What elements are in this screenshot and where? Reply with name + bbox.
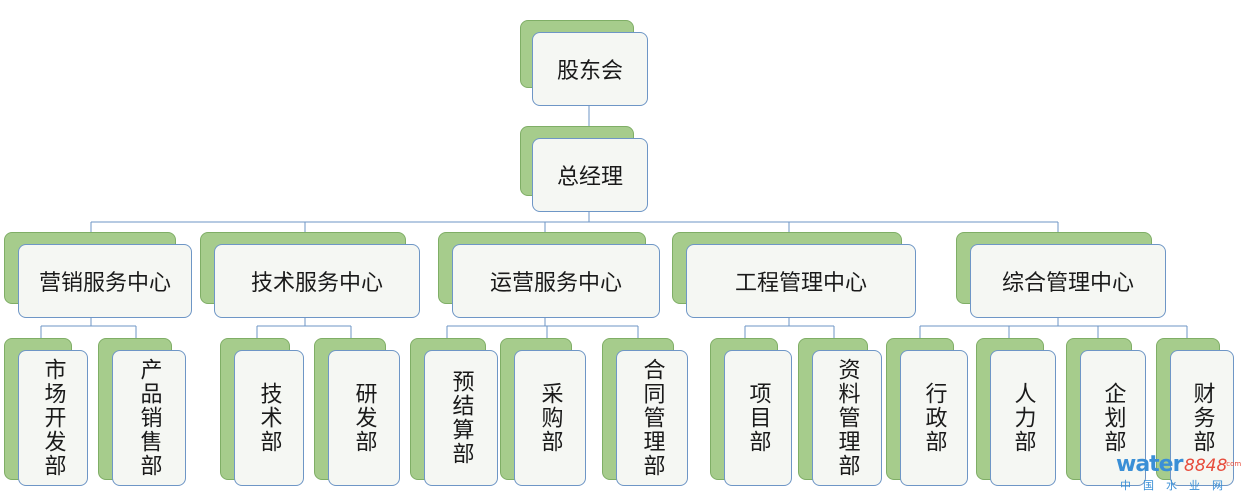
node-label: 产品销售部 xyxy=(112,350,186,486)
node-label: 技术部 xyxy=(234,350,304,486)
node-label: 合同管理部 xyxy=(616,350,688,486)
node-label: 综合管理中心 xyxy=(970,244,1166,318)
node-label: 股东会 xyxy=(532,32,648,106)
node-label: 运营服务中心 xyxy=(452,244,660,318)
node-label: 人力部 xyxy=(990,350,1056,486)
node-label: 工程管理中心 xyxy=(686,244,916,318)
node-label: 预结算部 xyxy=(424,350,498,486)
node-label: 采购部 xyxy=(514,350,586,486)
watermark-number: 8848 xyxy=(1184,456,1228,476)
node-label: 企划部 xyxy=(1080,350,1146,486)
watermark-suffix: .com xyxy=(1224,460,1242,468)
node-label: 总经理 xyxy=(532,138,648,212)
node-label: 资料管理部 xyxy=(812,350,882,486)
node-label: 市场开发部 xyxy=(18,350,88,486)
node-label: 营销服务中心 xyxy=(18,244,192,318)
watermark-logo: water 8848 .com 中国水业网 xyxy=(1116,452,1242,498)
watermark-brand: water xyxy=(1116,452,1183,477)
node-label: 研发部 xyxy=(328,350,400,486)
node-label: 财务部 xyxy=(1170,350,1234,486)
node-label: 项目部 xyxy=(724,350,792,486)
node-label: 行政部 xyxy=(900,350,968,486)
watermark-chinese: 中国水业网 xyxy=(1120,479,1235,492)
node-label: 技术服务中心 xyxy=(214,244,420,318)
